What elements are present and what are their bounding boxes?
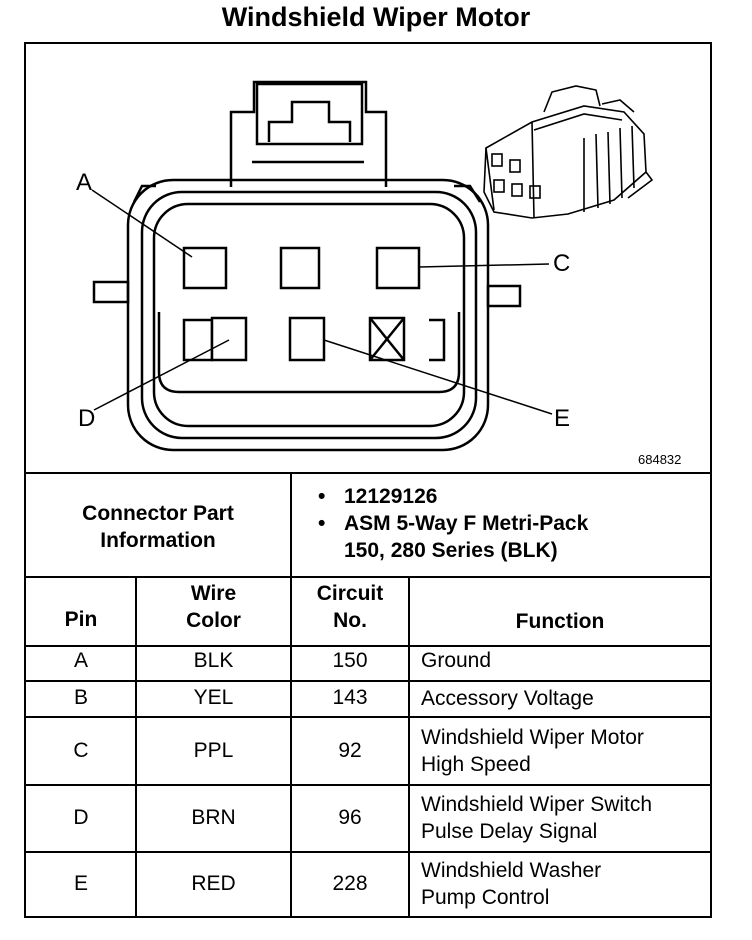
row-d-function-line2: Pulse Delay Signal [421, 820, 598, 843]
side-tab-right [486, 284, 522, 308]
row-d-function: Windshield Wiper Switch Pulse Delay Sign… [421, 791, 652, 845]
connector-info-label: Connector Part Information [26, 500, 290, 554]
row-e-color: RED [191, 872, 236, 895]
divider-row-d [24, 851, 712, 853]
connector-housing-mid [140, 190, 478, 440]
row-b-color: YEL [193, 686, 234, 709]
callout-c: C [553, 250, 570, 277]
callout-d: D [78, 405, 95, 432]
divider-col-color [290, 576, 292, 918]
pin-d-cavity [210, 316, 248, 362]
header-pin: Pin [64, 608, 98, 631]
divider-col-pin [135, 576, 137, 918]
bullet-item-continued: 150, 280 Series (BLK) [318, 537, 588, 564]
header-wire-color: Wire Color [137, 580, 290, 634]
row-c-function-line1: Windshield Wiper Motor [421, 726, 644, 749]
row-e-pin: E [73, 872, 88, 895]
header-function: Function [515, 610, 605, 633]
row-e-function-line1: Windshield Washer [421, 859, 602, 882]
connector-description: ASM 5-Way F Metri-Pack [344, 512, 589, 535]
row-d-circuit: 96 [338, 806, 362, 829]
pin-b-cavity [279, 246, 321, 290]
row-a-circuit: 150 [332, 649, 368, 672]
row-c-circuit: 92 [338, 739, 362, 762]
leader-line-c [418, 263, 550, 268]
connector-series: 150, 280 Series (BLK) [344, 539, 558, 562]
row-a-pin: A [73, 649, 88, 672]
header-circuit-line2: No. [333, 609, 367, 632]
row-c-function-line2: High Speed [421, 753, 531, 776]
leader-line-d [93, 339, 230, 411]
callout-e: E [554, 405, 570, 432]
bullet-dot: • [318, 485, 326, 508]
divider-col-circuit [408, 576, 410, 918]
connector-thumbnail [483, 85, 654, 219]
row-c-pin: C [73, 739, 89, 762]
leader-line-a [91, 189, 193, 258]
part-number: 12129126 [344, 485, 438, 508]
header-circuit: Circuit No. [292, 580, 408, 634]
side-tab-left [92, 280, 130, 304]
blocked-cavity [368, 316, 406, 362]
divider-info [24, 576, 712, 578]
connector-info-label-line2: Information [100, 529, 216, 552]
connector-diagram: A C D E [76, 80, 654, 452]
pin-e-cavity [288, 316, 326, 362]
connector-info-label-line1: Connector Part [82, 502, 234, 525]
row-a-color: BLK [193, 649, 234, 672]
divider-info-col [290, 472, 292, 576]
divider-row-b [24, 716, 712, 718]
divider-diagram [24, 472, 712, 474]
divider-row-a [24, 680, 712, 682]
row-b-circuit: 143 [332, 686, 368, 709]
row-e-circuit: 228 [332, 872, 368, 895]
row-d-pin: D [73, 806, 89, 829]
pin-c-cavity [375, 246, 421, 290]
row-d-function-line1: Windshield Wiper Switch [421, 793, 653, 816]
outer-frame [24, 42, 712, 918]
row-d-color: BRN [191, 806, 236, 829]
row-b-pin: B [73, 686, 88, 709]
pin-a-cavity [182, 246, 228, 290]
header-wire-color-line2: Color [186, 609, 241, 632]
connector-info-bullets: • 12129126 • ASM 5-Way F Metri-Pack 150,… [318, 483, 588, 564]
connector-housing-outer [126, 178, 490, 452]
row-a-function: Ground [421, 649, 492, 672]
connector-housing-inner [152, 202, 466, 428]
header-circuit-line1: Circuit [316, 582, 384, 605]
row-e-function: Windshield Washer Pump Control [421, 857, 601, 911]
header-wire-color-line1: Wire [190, 582, 237, 605]
row-e-function-line2: Pump Control [421, 886, 550, 909]
bullet-item: • ASM 5-Way F Metri-Pack [318, 510, 588, 537]
divider-header [24, 645, 712, 647]
row-c-color: PPL [193, 739, 234, 762]
page-title: Windshield Wiper Motor [221, 2, 531, 32]
callout-a: A [76, 169, 92, 196]
row-b-function: Accessory Voltage [421, 687, 594, 710]
bullet-item: • 12129126 [318, 483, 588, 510]
connector-latch [229, 80, 388, 187]
figure-id: 684832 [638, 452, 682, 467]
leader-line-e [323, 339, 553, 415]
row-c-function: Windshield Wiper Motor High Speed [421, 724, 644, 778]
bullet-dot: • [318, 512, 326, 535]
divider-row-c [24, 784, 712, 786]
